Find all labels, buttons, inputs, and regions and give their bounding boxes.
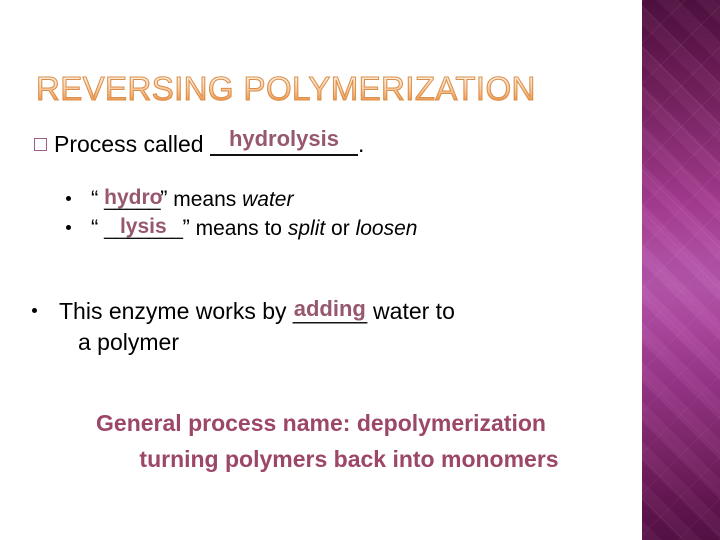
closing-line-1: General process name: depolymerization: [96, 410, 546, 436]
blank-rule: ______: [292, 298, 367, 324]
main-bullet-text-before: Process called: [54, 131, 204, 157]
square-bullet-icon: [34, 138, 47, 151]
enzyme-text-before: This enzyme works by: [59, 298, 287, 324]
dot-bullet-icon: [32, 308, 37, 313]
sub-bullet-conjunction: or: [331, 217, 350, 240]
main-bullet-text-after: .: [357, 131, 365, 157]
open-quote: “: [91, 215, 99, 240]
decorative-side-band: [642, 0, 720, 540]
open-quote: “: [91, 186, 99, 211]
fill-in-blank-hydrolysis: hydrolysis: [209, 128, 358, 157]
enzyme-bullet-line2: a polymer: [78, 329, 179, 355]
closing-line-2: turning polymers back into monomers: [139, 446, 559, 472]
fill-in-blank-hydro: _____hydro: [104, 185, 162, 214]
blank-rule: _____: [104, 188, 161, 211]
close-quote: ”: [160, 186, 168, 211]
enzyme-text-after: water to: [373, 298, 455, 324]
blank-rule: [209, 131, 358, 156]
slide-content: REVERSING POLYMERIZATION Process called …: [0, 70, 642, 477]
fill-in-blank-lysis: _______lysis: [104, 214, 183, 243]
sub-bullet-text: means to: [195, 217, 282, 240]
sub-bullet-list: “ _____hydro” means water “ _______lysis…: [66, 184, 417, 242]
close-quote: ”: [182, 215, 190, 240]
sub-bullet-hydro: “ _____hydro” means water: [66, 184, 417, 213]
diamond-pattern-overlay: [642, 0, 720, 540]
enzyme-bullet-line1: This enzyme works by ______adding water …: [32, 296, 642, 327]
sub-bullet-italic-term-2: loosen: [355, 217, 418, 240]
main-bullet-line: Process called hydrolysis.: [34, 128, 365, 157]
fill-in-blank-adding: ______adding: [293, 296, 367, 327]
sub-bullet-italic-term: split: [287, 217, 326, 240]
closing-note: General process name: depolymerization t…: [0, 405, 642, 477]
enzyme-bullet-block: This enzyme works by ______adding water …: [32, 296, 642, 358]
page-title: REVERSING POLYMERIZATION: [36, 70, 536, 107]
dot-bullet-icon: [66, 225, 71, 230]
sub-bullet-lysis: “ _______lysis” means to split or loosen: [66, 213, 417, 242]
sub-bullet-text: means: [173, 188, 237, 211]
sub-bullet-italic-term: water: [242, 188, 294, 211]
dot-bullet-icon: [66, 196, 71, 201]
blank-rule: _______: [104, 217, 183, 240]
